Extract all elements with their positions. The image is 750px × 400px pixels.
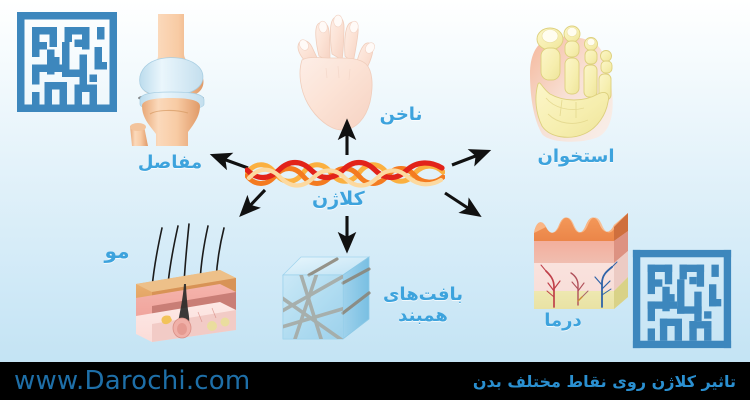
label-collagen: کلاژن [312,188,365,210]
footer-tagline: تاثیر کلاژن روی نقاط مختلف بدن [472,371,736,391]
label-hair: مو [104,239,130,263]
kufic-calligraphy-bottom-right [628,244,736,354]
foot-bones-illustration [524,14,624,144]
hair-follicle-illustration [128,222,240,342]
hand-nail-illustration [286,12,388,134]
kufic-calligraphy-top-left [12,6,122,118]
arrow-to-bone [451,149,492,167]
collagen-triple-helix [244,158,446,188]
arrow-to-hair [239,188,267,218]
connective-tissue-cube [279,253,375,345]
skin-layers-illustration [524,205,640,311]
label-bone: استخوان [537,146,615,167]
footer-website-url[interactable]: www.Darochi.com [14,366,251,396]
knee-joint-illustration [126,14,218,146]
label-derma: درما [544,310,582,331]
label-nail: ناخن [379,104,423,125]
arrow-to-joints [209,152,249,171]
arrows-group [209,118,492,254]
footer-bar: www.Darochi.com تاثیر کلاژن روی نقاط مخت… [0,362,750,400]
label-joints: مفاصل [137,152,203,173]
arrow-to-derma [444,191,482,218]
label-connective-tissue: بافت‌های همبند [382,284,464,327]
